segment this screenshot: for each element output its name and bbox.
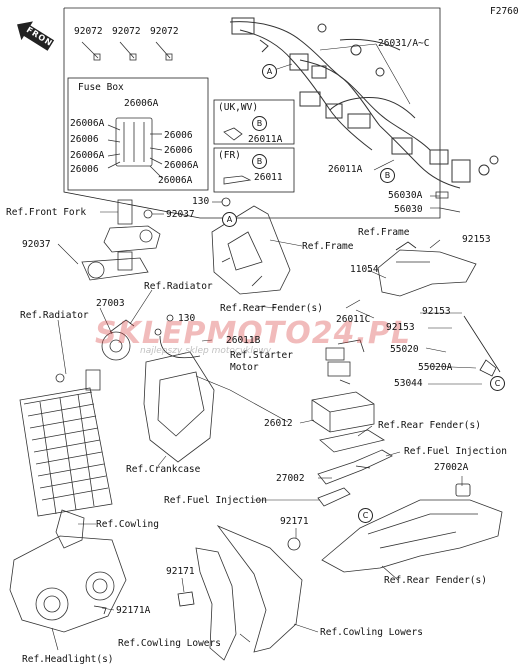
fr-title: (FR) — [218, 150, 241, 161]
cowling-lower-left-drawing — [195, 547, 237, 661]
callout-fuse-right-4[interactable]: 26006A — [158, 175, 193, 186]
callout-fuse-right-1[interactable]: 26006 — [164, 130, 193, 141]
fuel-injection-piece-drawing — [317, 487, 351, 507]
ref-rear-fender-3[interactable]: Ref.Rear Fender(s) — [384, 575, 487, 586]
fuse-box-drawing — [107, 117, 163, 179]
ref-starter-motor[interactable]: Ref.Starter Motor — [230, 350, 293, 373]
callout-55020A[interactable]: 55020A — [418, 362, 453, 373]
callout-26011-fr[interactable]: 26011 — [254, 172, 283, 183]
frame-bracket-drawing — [211, 205, 291, 295]
ref-front-fork[interactable]: Ref.Front Fork — [6, 207, 87, 218]
callout-55020[interactable]: 55020 — [390, 344, 419, 355]
callout-53044[interactable]: 53044 — [394, 378, 423, 389]
ref-cowling-lowers-2[interactable]: Ref.Cowling Lowers — [320, 627, 423, 638]
callout-26011A-uk[interactable]: 26011A — [248, 134, 283, 145]
callout-56030[interactable]: 56030 — [394, 204, 423, 215]
uk-wv-title: (UK,WV) — [218, 102, 259, 113]
rear-fender-drawing — [321, 499, 503, 573]
circle-a-frame: A — [222, 212, 237, 227]
callout-26011C[interactable]: 26011C — [336, 314, 371, 325]
watermark-logo: SKLEPMOTO24.PL — [95, 316, 412, 351]
ref-frame-1[interactable]: Ref.Frame — [302, 241, 354, 252]
fr-frame — [213, 147, 295, 193]
ref-radiator-2[interactable]: Ref.Radiator — [20, 310, 89, 321]
starter-relay-drawing — [325, 339, 365, 385]
uk-wv-circle-b: B — [252, 116, 267, 131]
ref-fuel-injection-1[interactable]: Ref.Fuel Injection — [404, 446, 507, 457]
uk-wv-frame — [213, 99, 295, 145]
callout-92153-a[interactable]: 92153 — [462, 234, 491, 245]
upper-frame-outline — [63, 7, 441, 219]
callout-fuse-left-1[interactable]: 26006A — [70, 118, 105, 129]
callout-26011A[interactable]: 26011A — [328, 164, 363, 175]
front-fork-drawing — [81, 199, 161, 281]
cowling-lower-right-drawing — [216, 525, 303, 653]
callout-92037-a[interactable]: 92037 — [166, 209, 195, 220]
callout-92153-c[interactable]: 92153 — [386, 322, 415, 333]
callout-fuse-left-3[interactable]: 26006A — [70, 150, 105, 161]
leader-lines — [51, 43, 482, 651]
circle-c-right: C — [490, 376, 505, 391]
rear-rod-drawing — [463, 315, 501, 373]
clip-92072-drawings — [81, 41, 173, 61]
diagram-code: F2760 — [490, 6, 519, 17]
callout-92037-b[interactable]: 92037 — [22, 239, 51, 250]
callout-130-top[interactable]: 130 — [192, 196, 210, 207]
circle-c-bottom: C — [358, 508, 373, 523]
ref-cowling-lowers-1[interactable]: Ref.Cowling Lowers — [118, 638, 221, 649]
callout-fuse-right-3[interactable]: 26006A — [164, 160, 199, 171]
callout-27003[interactable]: 27003 — [96, 298, 125, 309]
fr-circle-b: B — [252, 154, 267, 169]
ref-rear-fender-2[interactable]: Ref.Rear Fender(s) — [378, 420, 481, 431]
callout-130-mid[interactable]: 130 — [178, 313, 196, 324]
ref-cowling[interactable]: Ref.Cowling — [96, 519, 159, 530]
callout-fuse-left-4[interactable]: 26006 — [70, 164, 99, 175]
ref-rear-fender-1[interactable]: Ref.Rear Fender(s) — [220, 303, 323, 314]
wiring-harness-drawing — [229, 17, 499, 189]
callout-fuse-top[interactable]: 26006A — [124, 98, 159, 109]
rear-frame-bracket-drawing — [377, 249, 477, 297]
ref-fuel-injection-2[interactable]: Ref.Fuel Injection — [164, 495, 267, 506]
callout-56030A[interactable]: 56030A — [388, 190, 423, 201]
crankcase-bracket-drawing — [143, 351, 215, 463]
battery-26012-drawing — [311, 391, 375, 433]
callout-11054[interactable]: 11054 — [350, 264, 379, 275]
callout-fuse-right-2[interactable]: 26006 — [164, 145, 193, 156]
ref-radiator-1[interactable]: Ref.Radiator — [144, 281, 213, 292]
ref-crankcase[interactable]: Ref.Crankcase — [126, 464, 201, 475]
cowling-bracket-drawing — [55, 509, 85, 549]
callout-27002A[interactable]: 27002A — [434, 462, 469, 473]
callout-fuse-left-2[interactable]: 26006 — [70, 134, 99, 145]
callout-26031[interactable]: 26031/A~C — [378, 38, 430, 49]
callout-92153-b[interactable]: 92153 — [422, 306, 451, 317]
ref-frame-2[interactable]: Ref.Frame — [358, 227, 410, 238]
radiator-drawing — [19, 369, 113, 517]
horn-27003-drawing — [101, 319, 135, 361]
watermark-tagline: najlepszy sklep motocyklowy — [140, 346, 272, 356]
ref-headlight[interactable]: Ref.Headlight(s) — [22, 654, 114, 665]
callout-92072-1[interactable]: 92072 — [74, 26, 103, 37]
relay-drawings — [223, 127, 252, 185]
circle-a-top: A — [262, 64, 277, 79]
battery-tray-drawing — [319, 429, 386, 453]
callout-26012[interactable]: 26012 — [264, 418, 293, 429]
headlight-drawing — [9, 535, 127, 633]
circle-b: B — [380, 168, 395, 183]
callout-92171-a[interactable]: 92171 — [280, 516, 309, 527]
callout-92072-3[interactable]: 92072 — [150, 26, 179, 37]
fuse-box-title: Fuse Box — [78, 82, 124, 93]
strap-27002-drawing — [317, 449, 393, 485]
callout-92171A[interactable]: 92171A — [116, 605, 151, 616]
connector-56030-drawings — [435, 191, 461, 213]
callout-92072-2[interactable]: 92072 — [112, 26, 141, 37]
callout-92171-b[interactable]: 92171 — [166, 566, 195, 577]
callout-26011B[interactable]: 26011B — [226, 335, 261, 346]
fuse-box-frame — [67, 77, 209, 191]
callout-27002[interactable]: 27002 — [276, 473, 305, 484]
